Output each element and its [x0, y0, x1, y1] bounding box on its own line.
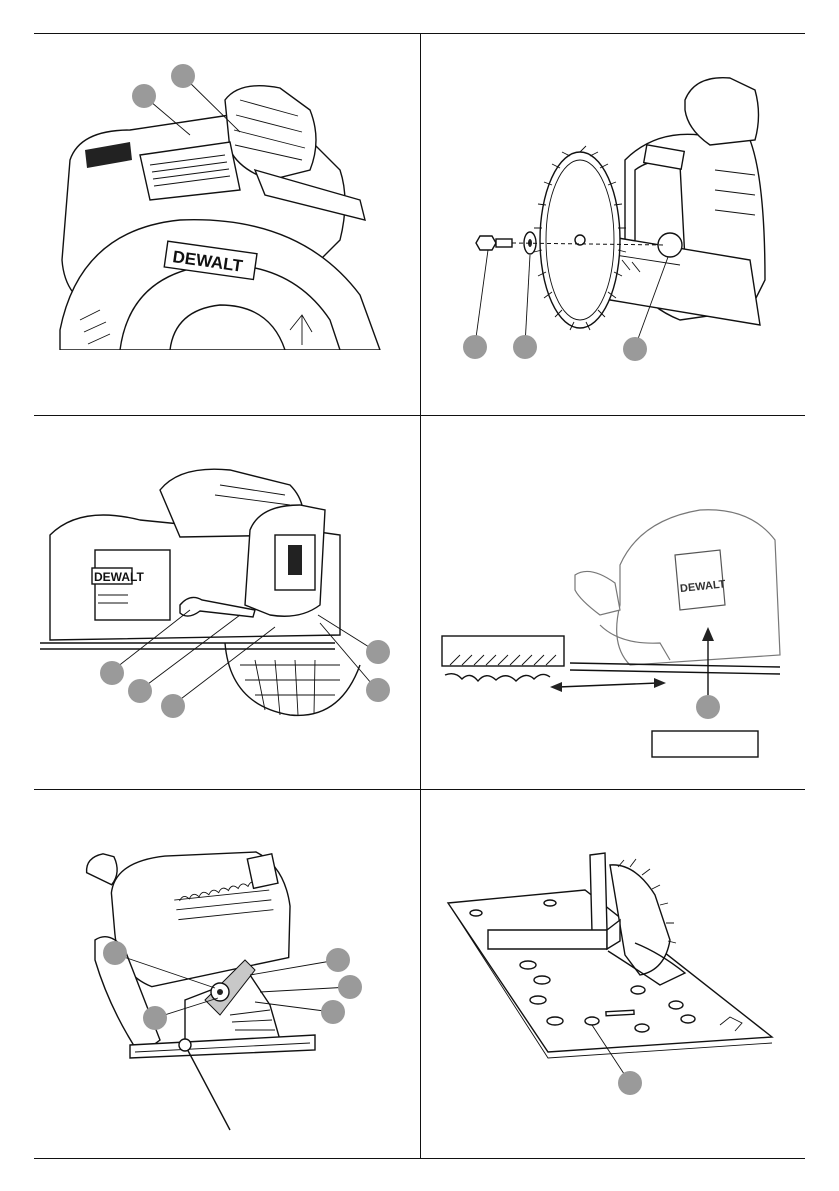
callout-marker — [463, 335, 487, 359]
callout-marker — [100, 661, 124, 685]
saw-blade — [534, 146, 626, 330]
square-stock — [488, 930, 607, 949]
label-box — [652, 731, 758, 757]
callout-marker — [696, 695, 720, 719]
callout-marker — [326, 948, 350, 972]
callout-marker — [171, 64, 195, 88]
callout-marker — [321, 1000, 345, 1024]
figure-saw-top-view: DEWALT — [40, 60, 410, 350]
workpiece — [442, 636, 564, 666]
callout-marker — [128, 679, 152, 703]
callout-marker — [513, 335, 537, 359]
figure-base-plate-square — [430, 845, 800, 1105]
figure-blade-installation — [430, 60, 800, 370]
callout-marker — [366, 640, 390, 664]
callout-marker — [103, 941, 127, 965]
callout-marker — [143, 1006, 167, 1030]
figure-bevel-adjustment — [40, 830, 410, 1150]
figure-cutting-setup: DEWALT — [430, 495, 800, 765]
callout-marker — [338, 975, 362, 999]
callout-marker — [161, 694, 185, 718]
callout-marker — [623, 337, 647, 361]
base-plate — [448, 890, 772, 1052]
column-divider — [420, 33, 421, 1159]
figure-saw-side-view: DEWALT — [40, 465, 410, 725]
bolt — [476, 236, 496, 250]
callout-marker — [618, 1071, 642, 1095]
square-blade — [590, 853, 607, 932]
brand-logo: DEWALT — [94, 570, 144, 584]
callout-marker — [366, 678, 390, 702]
callout-marker — [132, 84, 156, 108]
